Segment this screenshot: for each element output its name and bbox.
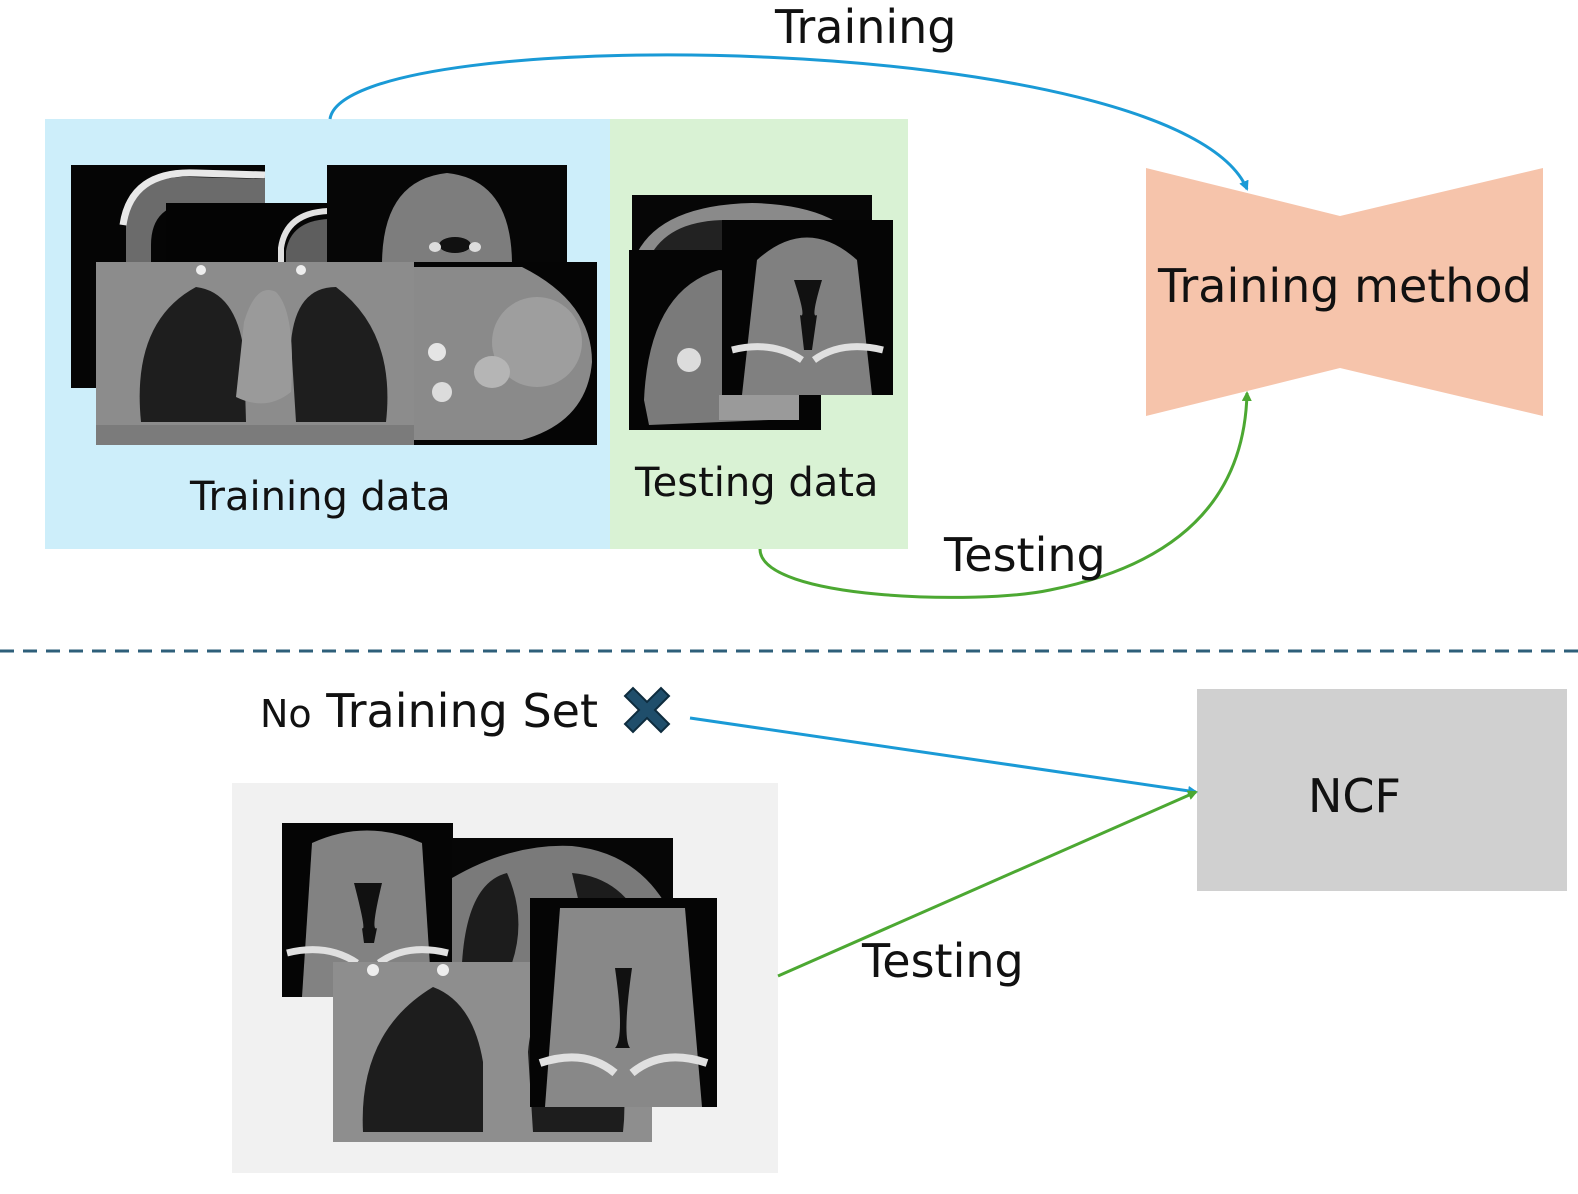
training-set-text: Training Set [311,684,598,738]
testing-arrow-bottom [777,790,1198,978]
ct-axial-neck-image [327,165,567,265]
testing-arrow-bottom-label: Testing [862,934,1024,988]
testing-arrow-top [758,391,1252,599]
testing-data-label: Testing data [635,460,879,506]
no-training-arrow [689,716,1198,796]
ncf-box [1197,689,1567,891]
ct-coronal-chest-image [96,262,414,445]
no-training-set-label: No Training Set [260,688,598,734]
no-prefix: No [260,692,312,736]
training-method-label: Training method [1158,259,1532,313]
ct-axial-abdomen-image [412,262,597,445]
ct-coronal-neck-image-bottom-2 [530,898,717,1107]
training-arrow [328,53,1249,191]
x-mark-icon [623,686,671,734]
testing-arrow-top-label: Testing [944,528,1106,582]
ct-coronal-chest-image-bottom [333,962,652,1142]
ct-coronal-neck-test-image [722,220,893,395]
training-data-label: Training data [190,474,451,520]
training-method-shape [1146,168,1543,416]
ncf-label: NCF [1308,769,1401,823]
training-arrow-label: Training [775,0,957,54]
